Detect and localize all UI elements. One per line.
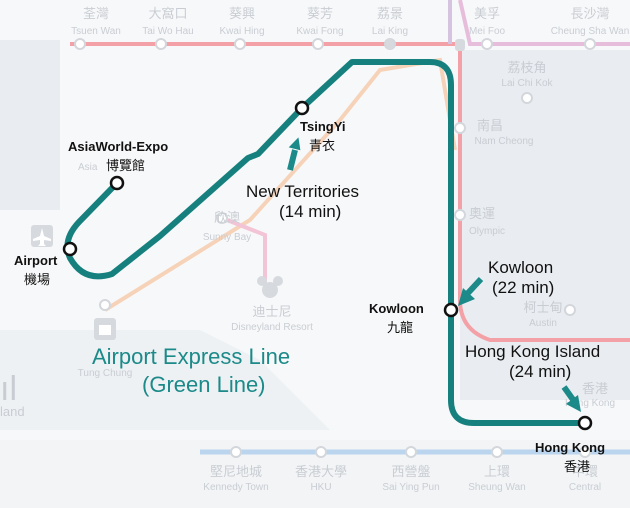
svg-text:Airport: Airport — [14, 253, 58, 268]
svg-text:Hong Kong: Hong Kong — [535, 440, 605, 455]
interchange-icons — [386, 39, 465, 51]
tsingyi-station: TsingYi 青衣 — [294, 100, 346, 154]
hong-kong-station: Hong Kong 香港 — [535, 415, 605, 475]
svg-text:堅尼地城: 堅尼地城 — [210, 465, 262, 480]
svg-text:葵興: 葵興 — [229, 7, 255, 22]
svg-text:荔景: 荔景 — [377, 7, 403, 22]
new-territories-annotation: New Territories (14 min) — [246, 182, 359, 221]
svg-text:九龍: 九龍 — [387, 320, 413, 336]
hk-island-arrow-icon — [561, 385, 581, 412]
svg-text:博覽館: 博覽館 — [106, 159, 145, 174]
svg-text:AsiaWorld-Expo: AsiaWorld-Expo — [68, 139, 168, 154]
svg-text:香港: 香港 — [564, 460, 590, 475]
disneyland-line — [221, 216, 267, 290]
svg-text:HKU: HKU — [310, 482, 331, 493]
kwun-tong-line — [458, 0, 630, 46]
svg-text:Cheung Sha Wan: Cheung Sha Wan — [551, 26, 630, 37]
svg-text:Airport Express Line: Airport Express Line — [92, 344, 290, 369]
hk-island-annotation: Hong Kong Island (24 min) — [465, 342, 600, 381]
line-name-legend: Airport Express Line (Green Line) — [92, 344, 290, 397]
background-station-labels: 荃灣 Tsuen Wan 大窩口 Tai Wo Hau 葵興 Kwai Hing… — [71, 6, 629, 493]
kowloon-station: Kowloon 九龍 — [369, 301, 459, 336]
svg-text:Austin: Austin — [529, 318, 557, 329]
new-territories-arrow-icon — [287, 137, 301, 171]
svg-text:西營盤: 西營盤 — [391, 465, 430, 480]
svg-text:南昌: 南昌 — [477, 118, 503, 134]
svg-text:Nam Cheong: Nam Cheong — [475, 136, 534, 147]
background-station-markers — [74, 38, 596, 458]
land-lantau — [0, 330, 330, 430]
svg-text:香港大學: 香港大學 — [295, 465, 347, 480]
svg-text:(22 min): (22 min) — [492, 278, 554, 297]
svg-text:葵芳: 葵芳 — [307, 7, 333, 22]
svg-text:(24 min): (24 min) — [509, 362, 571, 381]
svg-text:奧運: 奧運 — [469, 207, 495, 222]
svg-text:New Territories: New Territories — [246, 182, 359, 201]
svg-text:Tai Wo Hau: Tai Wo Hau — [142, 26, 194, 37]
faded-island-text: land — [0, 404, 25, 419]
airport-station: Airport 機場 — [14, 241, 78, 288]
disneyland-icon — [257, 276, 283, 298]
svg-text:荃灣: 荃灣 — [83, 7, 109, 22]
svg-text:Hong Kong Island: Hong Kong Island — [465, 342, 600, 361]
kowloon-arrow-icon — [458, 276, 484, 306]
svg-text:大窩口: 大窩口 — [148, 6, 187, 22]
svg-text:Asia: Asia — [78, 162, 98, 173]
svg-text:Sunny Bay: Sunny Bay — [203, 232, 251, 243]
svg-text:Sai Ying Pun: Sai Ying Pun — [382, 482, 439, 493]
svg-text:荔枝角: 荔枝角 — [507, 61, 546, 76]
water-bay — [0, 40, 60, 210]
svg-text:Olympic: Olympic — [469, 226, 505, 237]
svg-text:Kennedy Town: Kennedy Town — [203, 482, 268, 493]
airport-plane-icon — [31, 225, 53, 247]
svg-text:Tsuen Wan: Tsuen Wan — [71, 26, 121, 37]
svg-text:柯士甸: 柯士甸 — [523, 301, 562, 316]
svg-text:Lai Chi Kok: Lai Chi Kok — [501, 78, 553, 89]
svg-text:中環: 中環 — [572, 465, 598, 480]
svg-text:美孚: 美孚 — [474, 7, 500, 22]
svg-text:欣澳: 欣澳 — [214, 210, 240, 226]
cable-car-icon — [94, 318, 116, 340]
asiaworld-expo-station: AsiaWorld-Expo Asia 博覽館 — [68, 139, 168, 191]
svg-text:上環: 上環 — [484, 465, 510, 480]
svg-text:Central: Central — [569, 482, 601, 493]
svg-text:Kowloon: Kowloon — [369, 301, 424, 316]
svg-text:長沙灣: 長沙灣 — [570, 7, 609, 22]
svg-text:Lai King: Lai King — [372, 26, 408, 37]
svg-text:機場: 機場 — [24, 273, 50, 288]
svg-text:Kwai Hing: Kwai Hing — [219, 26, 264, 37]
svg-text:Sheung Wan: Sheung Wan — [468, 482, 525, 493]
svg-text:青衣: 青衣 — [309, 138, 335, 154]
tung-chung-line — [103, 57, 457, 312]
svg-text:Kowloon: Kowloon — [488, 258, 553, 277]
svg-text:TsingYi: TsingYi — [300, 119, 346, 134]
faded-hk-station-label: 香港 — [582, 382, 608, 397]
svg-text:Mei Foo: Mei Foo — [469, 26, 506, 37]
svg-text:Tung Chung: Tung Chung — [78, 368, 133, 379]
svg-text:(Green Line): (Green Line) — [142, 372, 266, 397]
kowloon-annotation: Kowloon (22 min) — [488, 258, 554, 297]
svg-text:Kwai Fong: Kwai Fong — [296, 26, 343, 37]
faded-lantau-island-text: ıl — [0, 370, 17, 408]
svg-text:(14 min): (14 min) — [279, 202, 341, 221]
faded-hk-station-en: Hong Kong — [565, 398, 615, 409]
svg-text:迪士尼: 迪士尼 — [252, 305, 291, 320]
svg-text:Disneyland Resort: Disneyland Resort — [231, 322, 313, 333]
